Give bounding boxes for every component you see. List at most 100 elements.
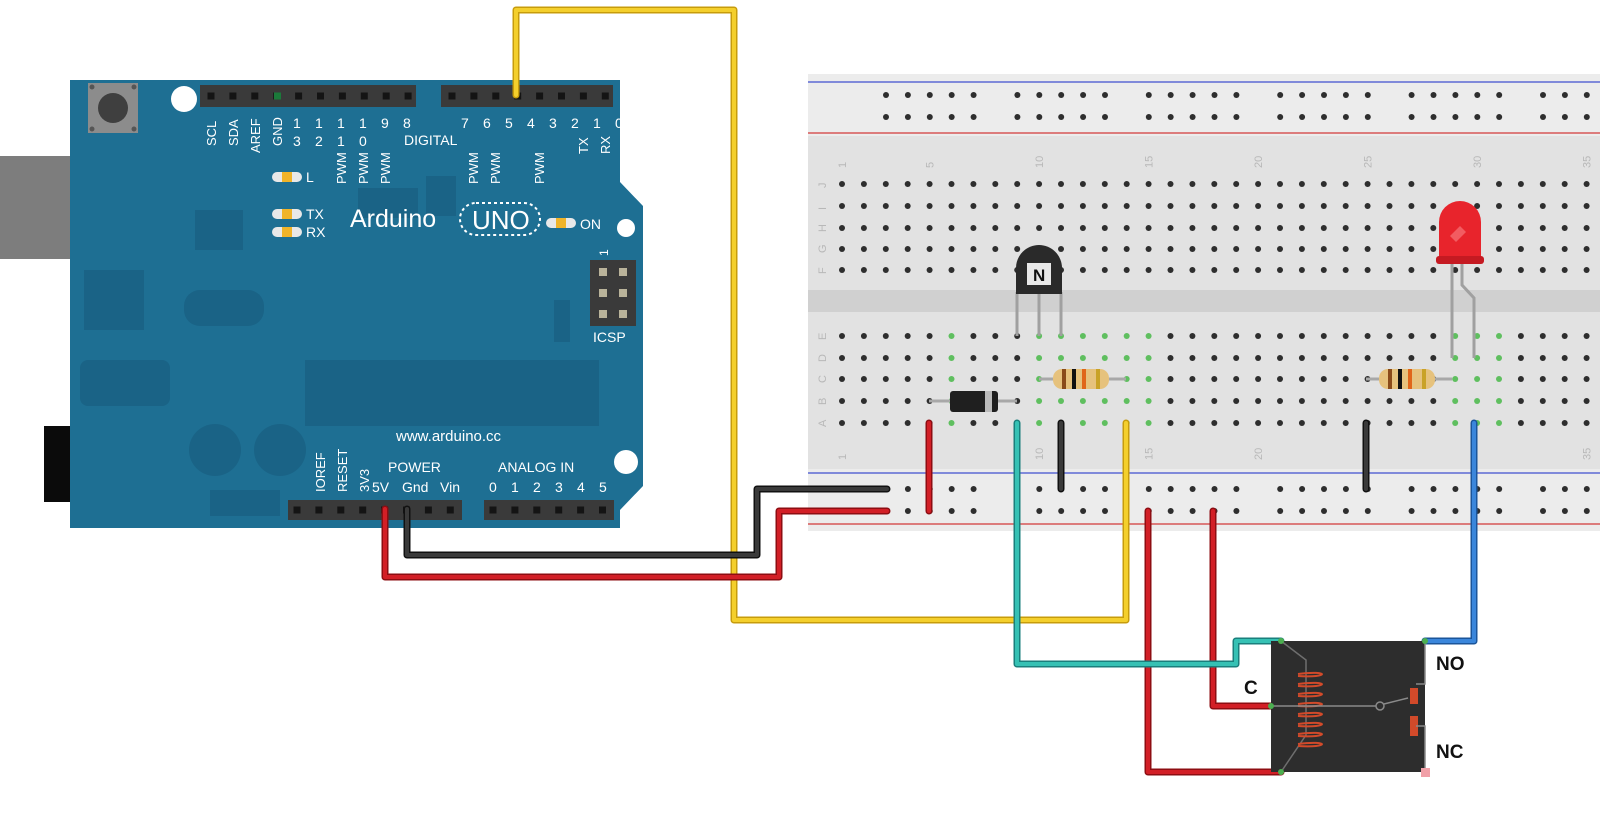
breadboard-hole[interactable] xyxy=(1233,486,1240,492)
breadboard-hole[interactable] xyxy=(1058,225,1064,231)
breadboard-hole[interactable] xyxy=(948,92,955,98)
breadboard-hole[interactable] xyxy=(1517,225,1524,231)
breadboard-hole[interactable] xyxy=(1255,376,1262,382)
breadboard-hole[interactable] xyxy=(970,92,977,98)
breadboard-hole[interactable] xyxy=(1058,398,1064,404)
breadboard-hole[interactable] xyxy=(1255,420,1262,426)
breadboard-hole[interactable] xyxy=(1342,508,1349,514)
breadboard-hole[interactable] xyxy=(1320,420,1327,426)
breadboard-hole[interactable] xyxy=(839,420,845,426)
breadboard-hole[interactable] xyxy=(1342,92,1349,98)
breadboard-hole[interactable] xyxy=(948,203,955,209)
breadboard-hole[interactable] xyxy=(1167,420,1174,426)
breadboard-hole[interactable] xyxy=(1211,333,1218,339)
breadboard-hole[interactable] xyxy=(1583,246,1590,252)
breadboard-hole[interactable] xyxy=(1145,376,1152,382)
breadboard-hole[interactable] xyxy=(1496,114,1503,120)
breadboard-hole[interactable] xyxy=(1079,181,1086,187)
breadboard-hole[interactable] xyxy=(1189,114,1196,120)
breadboard-hole[interactable] xyxy=(1233,398,1240,404)
breadboard-hole[interactable] xyxy=(1167,486,1174,492)
breadboard-hole[interactable] xyxy=(1189,203,1196,209)
breadboard-hole[interactable] xyxy=(882,225,889,231)
breadboard-hole[interactable] xyxy=(1496,203,1502,209)
breadboard-hole[interactable] xyxy=(1167,376,1174,382)
icsp-pin[interactable] xyxy=(599,289,607,297)
breadboard-hole[interactable] xyxy=(970,225,977,231)
breadboard-hole[interactable] xyxy=(1189,420,1196,426)
breadboard-hole[interactable] xyxy=(1123,225,1130,231)
breadboard-hole[interactable] xyxy=(1101,225,1108,231)
breadboard-hole[interactable] xyxy=(1298,398,1305,404)
breadboard-hole[interactable] xyxy=(1277,508,1284,514)
breadboard-hole[interactable] xyxy=(948,376,955,382)
header-pin[interactable] xyxy=(229,92,237,100)
breadboard-hole[interactable] xyxy=(1430,114,1437,120)
breadboard-hole[interactable] xyxy=(1277,225,1283,231)
breadboard-hole[interactable] xyxy=(1298,355,1305,361)
icsp-pin[interactable] xyxy=(599,310,607,318)
breadboard-hole[interactable] xyxy=(883,114,889,120)
breadboard-hole[interactable] xyxy=(1036,355,1043,361)
breadboard-hole[interactable] xyxy=(1211,355,1218,361)
breadboard-hole[interactable] xyxy=(1517,203,1524,209)
breadboard-hole[interactable] xyxy=(926,225,933,231)
breadboard-hole[interactable] xyxy=(1364,114,1371,120)
breadboard-hole[interactable] xyxy=(1145,225,1152,231)
breadboard-hole[interactable] xyxy=(1517,267,1524,273)
breadboard-hole[interactable] xyxy=(1430,181,1437,187)
breadboard-hole[interactable] xyxy=(904,398,911,404)
breadboard-hole[interactable] xyxy=(1255,267,1262,273)
breadboard-hole[interactable] xyxy=(1167,398,1174,404)
breadboard-hole[interactable] xyxy=(1123,398,1130,404)
breadboard-hole[interactable] xyxy=(1342,376,1349,382)
breadboard-hole[interactable] xyxy=(1561,114,1568,120)
breadboard-hole[interactable] xyxy=(1101,203,1108,209)
breadboard-hole[interactable] xyxy=(1211,225,1218,231)
breadboard-hole[interactable] xyxy=(1298,225,1305,231)
breadboard-hole[interactable] xyxy=(904,203,911,209)
breadboard-hole[interactable] xyxy=(1080,92,1087,98)
breadboard-hole[interactable] xyxy=(1298,376,1305,382)
breadboard-hole[interactable] xyxy=(1561,181,1568,187)
breadboard-hole[interactable] xyxy=(1540,114,1546,120)
breadboard-hole[interactable] xyxy=(904,355,911,361)
breadboard-hole[interactable] xyxy=(1321,508,1327,514)
breadboard-hole[interactable] xyxy=(1321,92,1327,98)
breadboard-hole[interactable] xyxy=(882,203,889,209)
breadboard-hole[interactable] xyxy=(1474,355,1481,361)
breadboard-hole[interactable] xyxy=(1320,398,1327,404)
breadboard-hole[interactable] xyxy=(1080,486,1087,492)
breadboard-hole[interactable] xyxy=(1036,398,1043,404)
breadboard-hole[interactable] xyxy=(1145,267,1152,273)
breadboard-hole[interactable] xyxy=(1036,225,1043,231)
breadboard-hole[interactable] xyxy=(1058,508,1065,514)
breadboard-hole[interactable] xyxy=(1233,246,1240,252)
breadboard-hole[interactable] xyxy=(860,355,867,361)
breadboard-hole[interactable] xyxy=(1408,203,1415,209)
breadboard-hole[interactable] xyxy=(882,246,889,252)
breadboard-hole[interactable] xyxy=(1364,181,1371,187)
header-pin[interactable] xyxy=(601,92,609,100)
breadboard-hole[interactable] xyxy=(1123,333,1130,339)
breadboard-hole[interactable] xyxy=(882,376,889,382)
breadboard-hole[interactable] xyxy=(1036,92,1043,98)
breadboard-hole[interactable] xyxy=(1298,246,1305,252)
header-pin[interactable] xyxy=(577,506,585,514)
breadboard-hole[interactable] xyxy=(926,203,933,209)
breadboard-hole[interactable] xyxy=(839,376,845,382)
breadboard-hole[interactable] xyxy=(1123,203,1130,209)
breadboard-hole[interactable] xyxy=(1145,246,1152,252)
breadboard-hole[interactable] xyxy=(970,114,977,120)
breadboard-hole[interactable] xyxy=(1386,333,1393,339)
breadboard-hole[interactable] xyxy=(1496,398,1502,404)
breadboard-hole[interactable] xyxy=(1123,267,1130,273)
breadboard-hole[interactable] xyxy=(1145,355,1152,361)
breadboard-hole[interactable] xyxy=(1211,92,1218,98)
breadboard-hole[interactable] xyxy=(1320,246,1327,252)
breadboard-hole[interactable] xyxy=(1167,114,1174,120)
breadboard-hole[interactable] xyxy=(970,267,977,273)
icsp-pin[interactable] xyxy=(619,310,627,318)
breadboard-hole[interactable] xyxy=(1145,203,1152,209)
breadboard-hole[interactable] xyxy=(1539,333,1546,339)
